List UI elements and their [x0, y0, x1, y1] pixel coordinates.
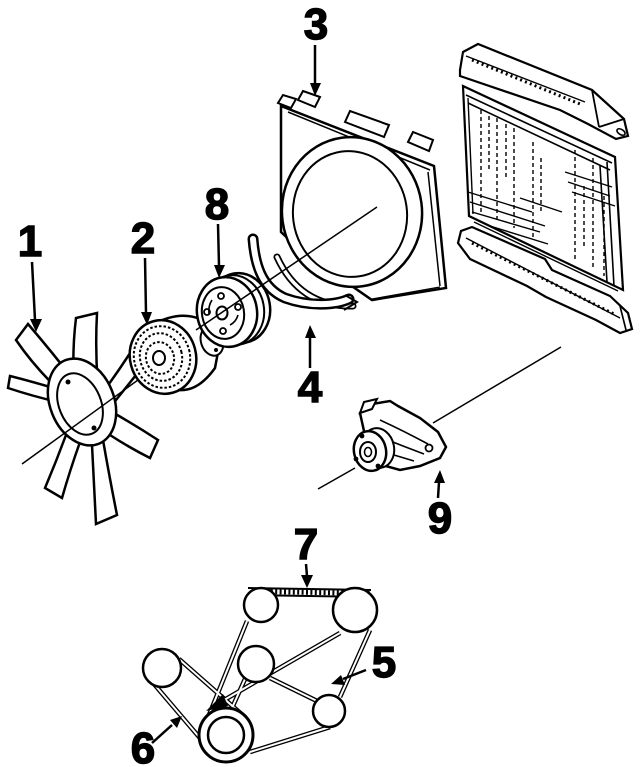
callout-5: 5 [331, 637, 397, 688]
hose-core [250, 236, 352, 308]
callout-6-arrowhead [170, 716, 182, 728]
radiator-upper-bracket-illustration [458, 42, 630, 141]
callout-6-arrow [151, 724, 173, 744]
callout-2-arrow [143, 257, 148, 314]
belt-pulleys [141, 586, 379, 764]
callout-1-label: 1 [18, 217, 42, 266]
callout-4: 4 [297, 325, 323, 413]
radiator-outline [461, 84, 625, 292]
callout-9: 9 [427, 470, 453, 544]
callout-5-arrowhead [331, 675, 345, 685]
fan-shroud-illustration [273, 89, 448, 310]
hose-end-hook [343, 294, 359, 311]
lower-bracket-body [456, 225, 634, 335]
radiator-bottom-edge [473, 221, 619, 292]
radiator-top-tank [465, 94, 613, 171]
shroud-panel-edge-right [427, 171, 441, 287]
callout-7-arrowhead [301, 575, 313, 588]
upper-bracket-inner-line [465, 55, 586, 103]
lower-radiator-hose-illustration [247, 233, 359, 311]
pulley-right [311, 693, 347, 729]
lower-bracket-tip-fold [619, 305, 627, 331]
pump-flange-bolt [359, 433, 365, 439]
shroud-tab-left [276, 93, 298, 110]
pulley-top-left [242, 586, 280, 624]
upper-bracket-tip-end [616, 127, 626, 137]
axis-line-fan-a [21, 379, 139, 465]
upper-bracket-body [458, 42, 630, 141]
upper-bracket-hatch [471, 58, 581, 106]
shroud-tab-2 [343, 109, 391, 139]
callout-5-arrow [342, 668, 367, 681]
pump-flange-bolt [353, 456, 359, 462]
pulley-crankshaft-inner [206, 715, 246, 755]
callout-2: 2 [130, 213, 156, 325]
callout-4-arrowhead [305, 325, 316, 338]
clutch-flange-bolt [214, 348, 218, 352]
callout-7-label: 7 [294, 520, 318, 569]
axis-line-pump-b [432, 346, 562, 424]
axis-line-fan-b [195, 206, 378, 331]
shroud-tab-3 [406, 130, 435, 153]
fan-hub-bolt [91, 425, 97, 431]
callout-3-label: 3 [304, 0, 328, 49]
callout-1: 1 [17, 216, 43, 332]
callout-1-arrowhead [30, 319, 42, 332]
callout-9-label: 9 [428, 494, 452, 543]
assembly-axis-lines [21, 206, 562, 490]
pulley-face-slots [208, 299, 239, 326]
callout-2-label: 2 [131, 214, 155, 263]
pump-bolt-hole [424, 443, 434, 453]
clutch-center-hub [152, 350, 166, 366]
belt-segments [152, 620, 373, 755]
radiator-fin-lines-vertical [480, 110, 605, 276]
belt-routing-diagram [141, 586, 379, 764]
callout-3: 3 [303, 0, 329, 96]
clutch-fins [132, 325, 192, 389]
callout-6: 6 [130, 716, 182, 767]
callout-8-label: 8 [205, 180, 229, 229]
lower-bracket-hatch [471, 241, 615, 316]
water-pump-illustration [352, 397, 448, 473]
callout-2-arrowhead [141, 312, 152, 325]
callouts: 1 2 8 3 4 9 7 [17, 0, 453, 767]
radiator-fin-lines-horizontal [467, 171, 616, 245]
callout-5-label: 5 [372, 638, 396, 687]
axis-line-pump-a [317, 467, 356, 490]
callout-3-arrowhead [310, 83, 321, 96]
pulley-left [141, 647, 183, 689]
callout-6-label: 6 [131, 724, 155, 767]
pump-ear [358, 397, 379, 415]
callout-7-arrow [304, 563, 309, 577]
pulley-bolt-holes [203, 292, 242, 335]
pump-hub-center [363, 446, 373, 458]
pulley-center [236, 644, 276, 684]
callout-9-arrowhead [434, 470, 445, 483]
pulley-top-right [331, 586, 379, 634]
radiator-lower-bracket-illustration [456, 225, 634, 335]
shroud-panel-edge-right2 [371, 165, 447, 300]
callout-8: 8 [204, 179, 230, 278]
callout-1-arrow [30, 261, 37, 321]
fan-hub-ring-inner [56, 372, 104, 436]
callout-8-arrowhead [214, 265, 225, 278]
callout-4-label: 4 [298, 363, 323, 412]
upper-bracket-tip-fold [591, 89, 625, 128]
callout-9-arrow [436, 481, 441, 499]
radiator-left-edge [467, 97, 474, 215]
pump-flange-bolt [375, 463, 381, 469]
shroud-tab-1 [296, 89, 322, 109]
callout-8-arrow [216, 223, 221, 267]
radiator-illustration [461, 84, 625, 292]
fan-hub-bolt [65, 379, 71, 385]
callout-7: 7 [293, 519, 319, 588]
